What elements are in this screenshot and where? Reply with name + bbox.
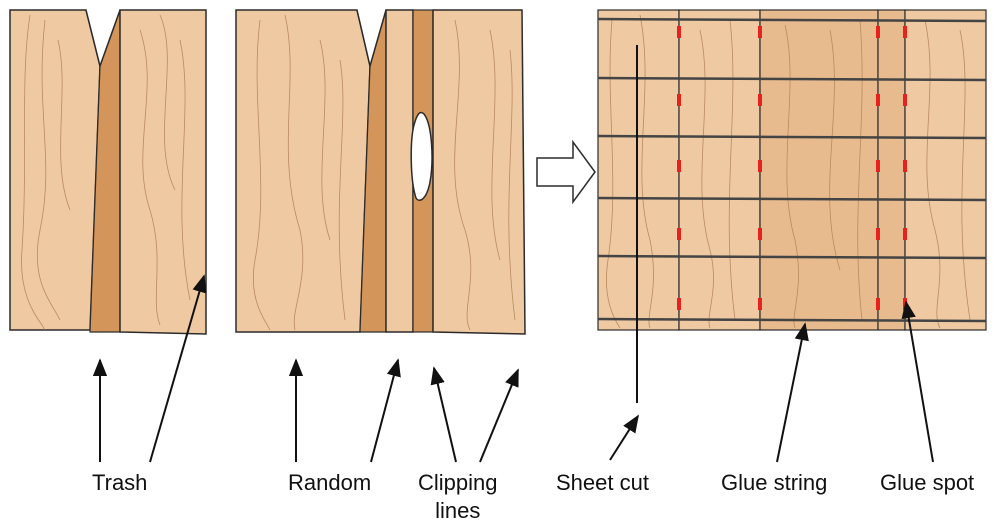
glue-string	[597, 196, 987, 202]
glue-spot	[758, 298, 762, 310]
arrow-random-2	[370, 358, 401, 463]
glue-spot	[876, 94, 880, 106]
glue-spot	[758, 160, 762, 172]
arrow-sheet-cut	[609, 414, 639, 461]
glue-string	[597, 134, 987, 140]
glue-spot	[677, 298, 681, 310]
arrow-glue-spot	[901, 300, 934, 463]
glue-spot	[758, 94, 762, 106]
wood-grain	[21, 14, 191, 331]
glue-spot	[903, 160, 907, 172]
veneer-sheet-right-part	[119, 9, 207, 335]
sheet-col-3	[759, 9, 879, 331]
glue-string	[597, 76, 987, 82]
label-glue-spot: Glue spot	[880, 470, 975, 495]
veneer-panel-middle	[235, 9, 526, 335]
label-trash: Trash	[92, 470, 148, 495]
glue-spot	[876, 160, 880, 172]
glue-spot	[876, 228, 880, 240]
sheet-col-4	[877, 9, 906, 331]
glue-spot	[677, 160, 681, 172]
glue-string	[597, 17, 987, 23]
knot-hole	[410, 111, 433, 202]
glue-spot	[903, 228, 907, 240]
glue-spots	[677, 26, 907, 310]
glue-string	[597, 254, 987, 260]
assembled-veneer-sheet	[597, 9, 987, 331]
glue-spot	[903, 26, 907, 38]
glue-spot	[758, 228, 762, 240]
glue-spot	[876, 26, 880, 38]
glue-spot	[903, 94, 907, 106]
arrow-clipping-2	[479, 368, 519, 463]
process-arrow-icon	[536, 139, 596, 205]
arrow-glue-string	[776, 322, 809, 463]
veneer-panel-left	[9, 9, 207, 335]
sheet-col-2	[678, 9, 761, 331]
label-clipping-lines: Clipping lines	[418, 469, 498, 525]
arrow-trash-2	[149, 274, 207, 463]
label-sheet-cut: Sheet cut	[556, 470, 649, 495]
glue-spot	[758, 26, 762, 38]
glue-strings	[597, 17, 987, 323]
glue-spot	[677, 26, 681, 38]
glue-spot	[677, 94, 681, 106]
sheet-col-1	[597, 9, 680, 331]
random-notch	[356, 9, 387, 69]
label-glue-string: Glue string	[721, 470, 828, 495]
veneer-sheet-e	[432, 9, 526, 335]
sheet-col-5	[904, 9, 987, 331]
arrow-clipping-1	[430, 366, 457, 463]
veneer-sheet-a	[235, 9, 371, 333]
wood-grain	[253, 14, 516, 331]
veneer-sheet-c	[385, 9, 414, 333]
glue-spot	[677, 228, 681, 240]
glue-string	[597, 317, 987, 323]
trash-notch	[85, 9, 121, 69]
label-clipping-line2: lines	[435, 498, 481, 523]
glue-spot	[876, 298, 880, 310]
label-random: Random	[288, 470, 372, 495]
wood-grain	[606, 14, 971, 329]
label-clipping-line1: Clipping	[418, 470, 498, 495]
pointer-arrows	[92, 45, 934, 463]
